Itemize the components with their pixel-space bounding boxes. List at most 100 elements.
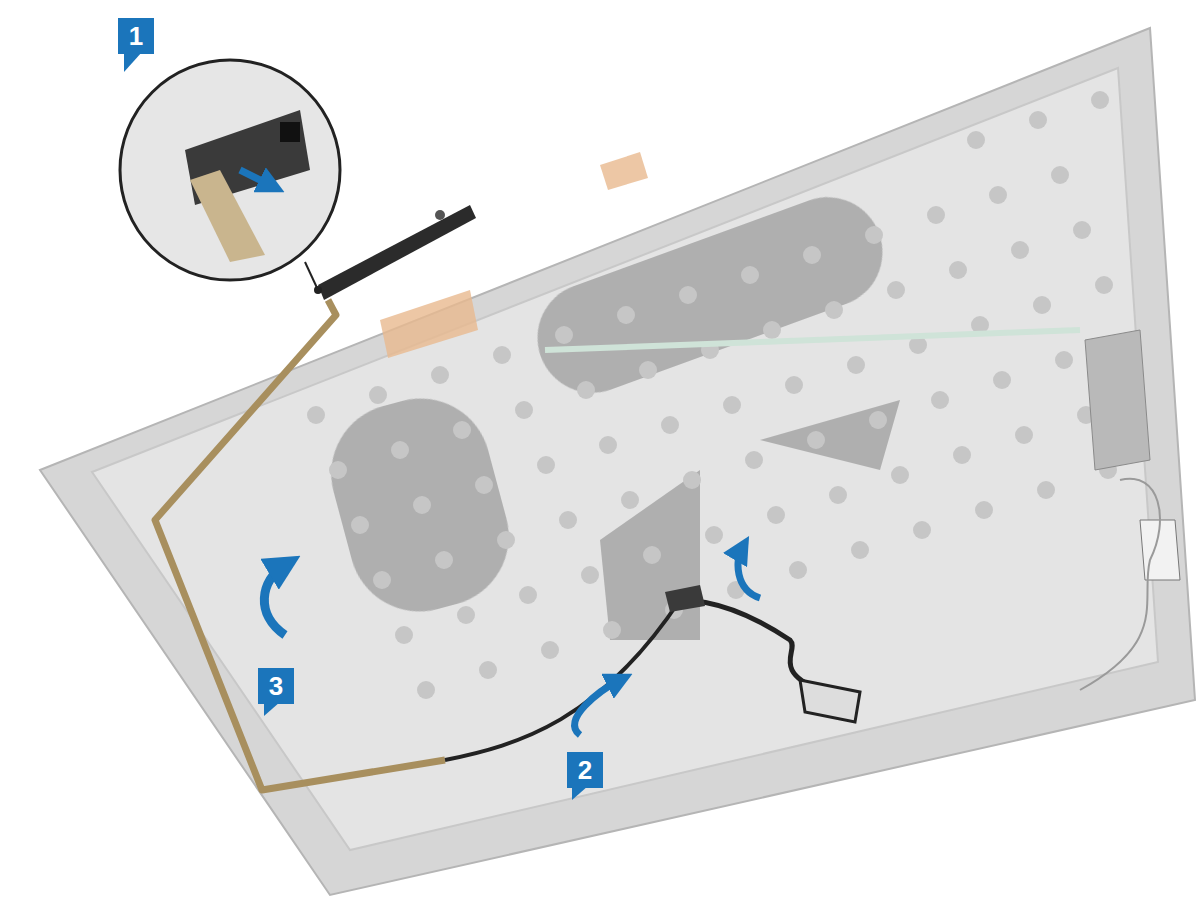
panel-dot xyxy=(869,411,887,429)
panel-dot xyxy=(679,286,697,304)
callout-number: 2 xyxy=(567,752,603,788)
lift-arrow xyxy=(738,548,760,598)
panel-dot xyxy=(417,681,435,699)
panel-dot xyxy=(1015,426,1033,444)
panel-dot xyxy=(497,531,515,549)
panel-dot xyxy=(887,281,905,299)
panel-dot xyxy=(807,431,825,449)
panel-pads xyxy=(316,182,900,640)
panel-dot xyxy=(515,401,533,419)
camera-cable xyxy=(190,170,265,262)
leader-dot xyxy=(314,286,322,294)
panel-dot xyxy=(705,526,723,544)
display-back-cover xyxy=(40,28,1195,895)
camera-lens xyxy=(435,210,445,220)
panel-dot xyxy=(825,301,843,319)
panel-dot xyxy=(1073,221,1091,239)
panel-dot xyxy=(369,386,387,404)
panel-dot xyxy=(395,626,413,644)
panel-dot xyxy=(1037,481,1055,499)
panel-dot xyxy=(967,131,985,149)
panel-dot xyxy=(789,561,807,579)
panel-dot xyxy=(1011,241,1029,259)
cable-connector xyxy=(800,680,860,722)
panel-dot xyxy=(723,396,741,414)
panel-dot xyxy=(993,371,1011,389)
camera-cable xyxy=(155,300,445,790)
panel-dot xyxy=(1029,111,1047,129)
panel-dot xyxy=(1051,166,1069,184)
panel-dot xyxy=(851,541,869,559)
panel-dot xyxy=(661,416,679,434)
panel-dot xyxy=(785,376,803,394)
callout-tail xyxy=(264,702,280,716)
tape xyxy=(600,152,648,190)
panel-dot xyxy=(891,466,909,484)
panel-dot xyxy=(767,506,785,524)
panel-dot xyxy=(391,441,409,459)
cable-connector xyxy=(665,585,705,612)
panel-dot xyxy=(989,186,1007,204)
panel-dot xyxy=(537,456,555,474)
leader-line xyxy=(305,262,318,290)
panel-dot xyxy=(1055,351,1073,369)
callout-number: 1 xyxy=(118,18,154,54)
hinge xyxy=(1085,330,1150,470)
panel-dot xyxy=(603,621,621,639)
panel-dot xyxy=(435,551,453,569)
panel-dot xyxy=(431,366,449,384)
panel-dot xyxy=(1033,296,1051,314)
display-panel xyxy=(92,68,1158,850)
panel-dot xyxy=(453,421,471,439)
panel-dot xyxy=(541,641,559,659)
panel-dot xyxy=(599,436,617,454)
lift-arrow xyxy=(264,565,285,635)
panel-dot xyxy=(741,266,759,284)
panel-dot xyxy=(307,406,325,424)
panel-dot xyxy=(581,566,599,584)
panel-dot xyxy=(457,606,475,624)
panel-dot xyxy=(373,571,391,589)
panel-dot xyxy=(847,356,865,374)
panel-dot xyxy=(829,486,847,504)
pull-arrow xyxy=(240,170,272,186)
panel-dot xyxy=(745,451,763,469)
panel-dot xyxy=(639,361,657,379)
panel-dot xyxy=(493,346,511,364)
panel-dot xyxy=(413,496,431,514)
callout-number: 3 xyxy=(258,668,294,704)
magnifier xyxy=(120,60,340,280)
panel-dot xyxy=(577,381,595,399)
panel-dot xyxy=(683,471,701,489)
display-cable xyxy=(445,590,700,760)
callout-tail xyxy=(572,786,588,800)
panel-dot xyxy=(927,206,945,224)
camera-lens xyxy=(280,122,300,142)
panel-dot xyxy=(803,246,821,264)
panel-dot xyxy=(617,306,635,324)
panel-dot xyxy=(479,661,497,679)
callout-tail xyxy=(124,52,142,72)
panel-dot xyxy=(1091,91,1109,109)
lift-arrow xyxy=(575,680,620,735)
panel-dot xyxy=(949,261,967,279)
panel-dot xyxy=(763,321,781,339)
panel-dot xyxy=(475,476,493,494)
camera-module xyxy=(318,205,476,300)
panel-dot xyxy=(519,586,537,604)
panel-dot xyxy=(953,446,971,464)
panel-dot xyxy=(555,326,573,344)
panel-dot xyxy=(329,461,347,479)
tape xyxy=(380,290,478,358)
panel-dot xyxy=(643,546,661,564)
panel-dots xyxy=(307,91,1117,699)
flex-strip xyxy=(545,330,1080,350)
panel-dot xyxy=(621,491,639,509)
panel-dot xyxy=(865,226,883,244)
panel-dot xyxy=(975,501,993,519)
panel-dot xyxy=(351,516,369,534)
panel-dot xyxy=(1095,276,1113,294)
antenna-cable xyxy=(1080,479,1160,690)
display-cable xyxy=(680,600,820,690)
